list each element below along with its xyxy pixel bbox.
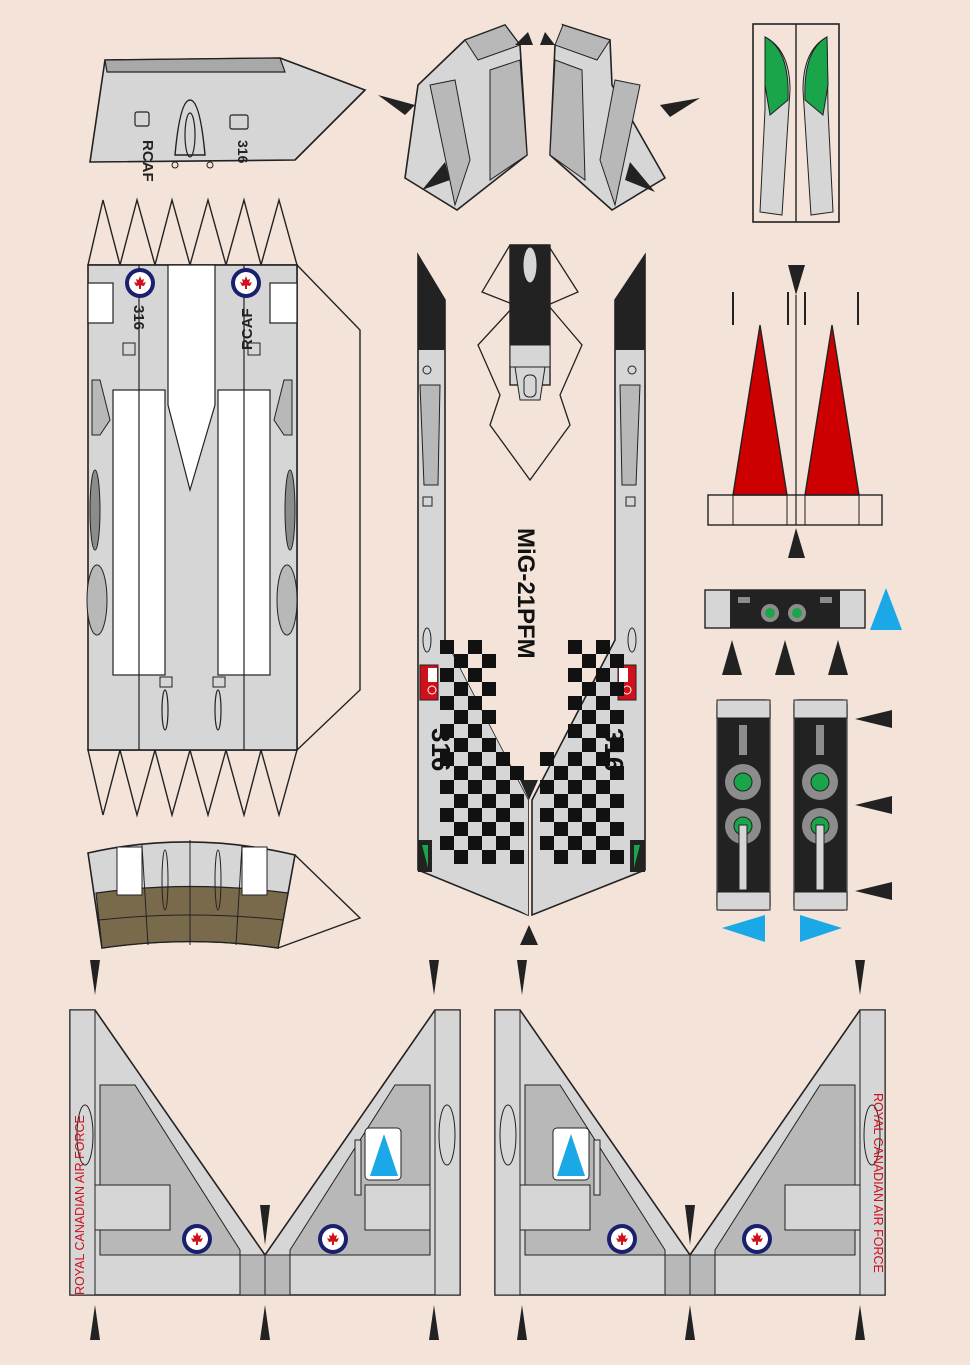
roundel-icon	[742, 1224, 772, 1254]
blue-triangle-arrow-icon	[370, 1134, 398, 1176]
model-title: MiG-21PFM	[512, 528, 539, 659]
nose-section	[477, 244, 583, 482]
fuselage-side-left: 316	[417, 252, 529, 917]
fuselage-top-piece: 316 RCAF	[86, 197, 361, 818]
fuselage-side-right: 316	[531, 252, 646, 917]
roundel-icon	[182, 1224, 212, 1254]
fuselage-rcaf-code: RCAF	[239, 308, 256, 350]
tail-fin-piece	[707, 265, 883, 558]
glue-marker	[520, 925, 538, 945]
side-serial-right: 316	[599, 728, 629, 771]
gear-strip-piece	[704, 588, 902, 675]
canopy-frame-piece	[752, 23, 840, 223]
fuselage-serial: 316	[130, 305, 147, 330]
canopy-serial: 316	[235, 140, 251, 164]
glue-marker	[520, 780, 538, 800]
blue-triangle-arrow-icon	[557, 1134, 585, 1176]
blue-triangle-arrow-icon	[800, 915, 842, 942]
roundel-icon	[125, 268, 155, 298]
wing-text-right: ROYAL CANADIAN AIR FORCE	[871, 1093, 885, 1273]
roundel-icon	[318, 1224, 348, 1254]
blue-triangle-arrow-icon	[870, 588, 902, 630]
wing-text-left: ROYAL CANADIAN AIR FORCE	[73, 1115, 87, 1295]
intake-pieces	[378, 23, 700, 211]
wing-piece-left: ROYAL CANADIAN AIR FORCE	[69, 1009, 461, 1296]
roundel-icon	[231, 268, 261, 298]
wing-piece-right: ROYAL CANADIAN AIR FORCE	[494, 1009, 886, 1296]
blue-triangle-arrow-icon	[722, 915, 765, 942]
side-serial-left: 316	[426, 728, 456, 771]
gear-bay-pieces	[716, 699, 892, 942]
roundel-icon	[607, 1224, 637, 1254]
rear-fuselage-piece	[87, 840, 362, 949]
canopy-rcaf-code: RCAF	[139, 140, 156, 182]
canopy-top-piece: RCAF 316	[89, 57, 367, 182]
wing-markers	[90, 960, 865, 1340]
